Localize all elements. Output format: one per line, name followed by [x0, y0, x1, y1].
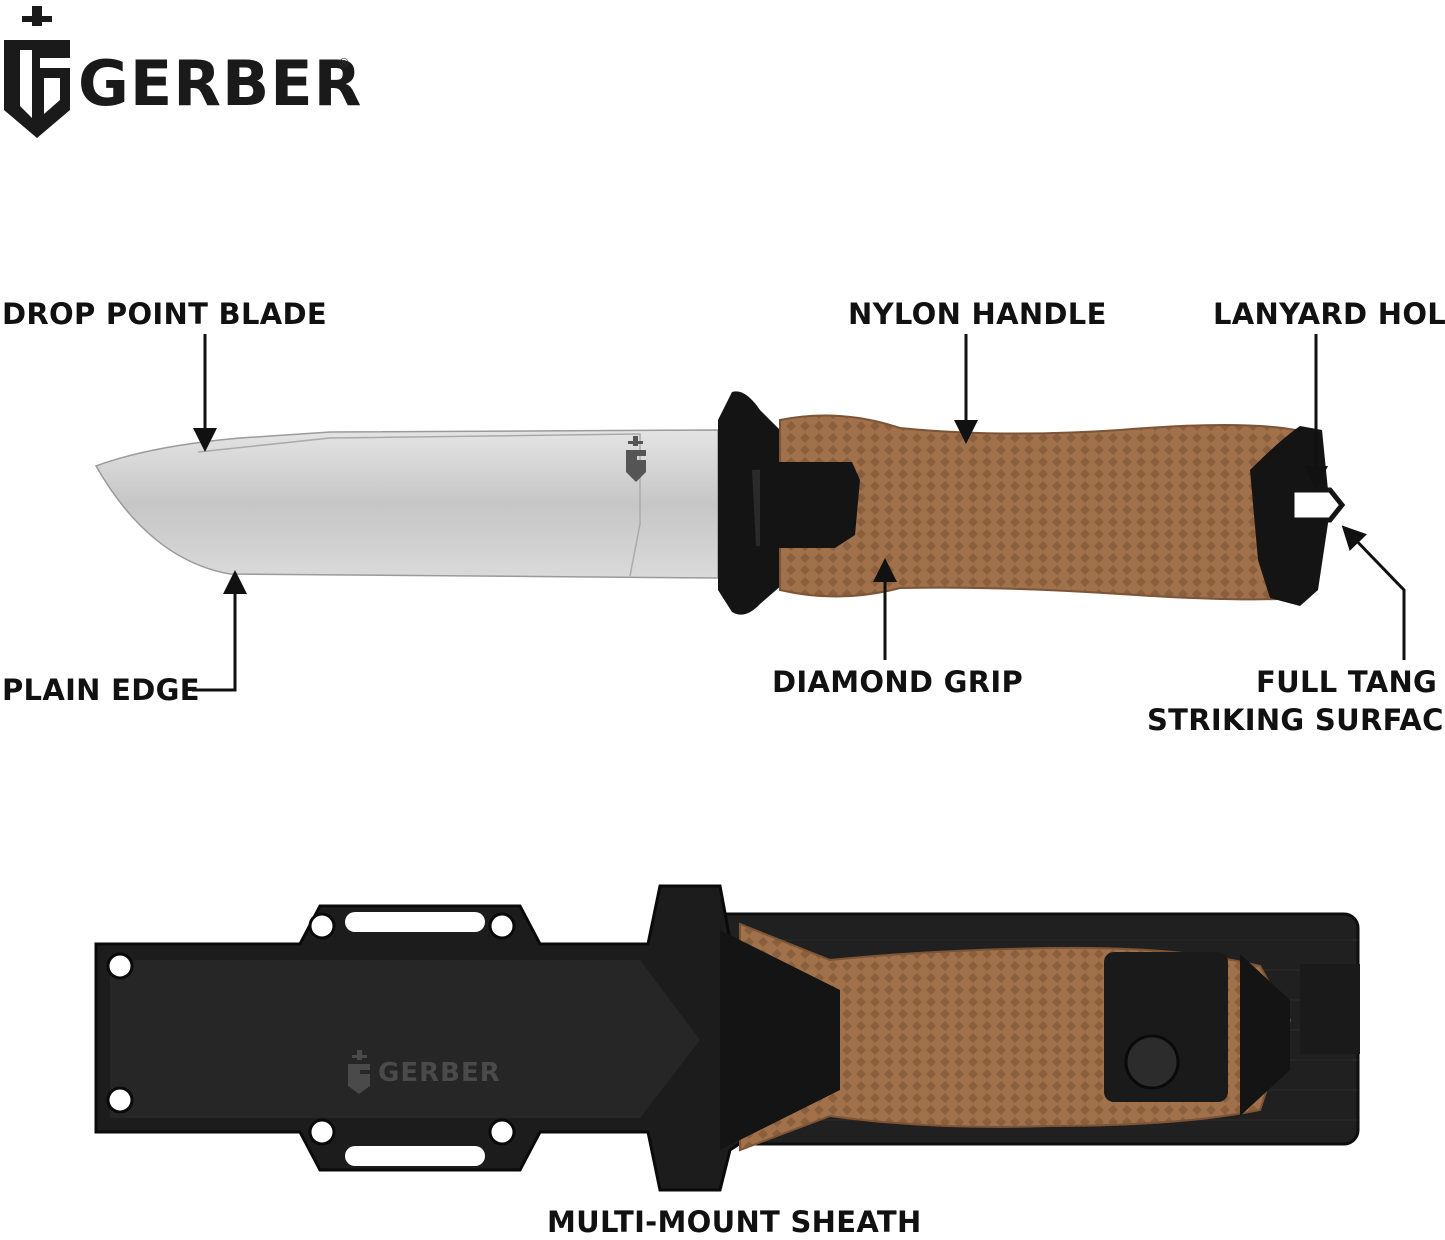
lanyard-hole-icon [1289, 487, 1346, 523]
sheath-brand-text: GERBER [378, 1058, 501, 1088]
sheathed-handle [739, 922, 1292, 1152]
blade [94, 429, 719, 579]
nylon-handle [779, 414, 1302, 601]
label-full-tang-line1: FULL TANG / [1256, 665, 1445, 699]
registered-mark: ® [338, 56, 350, 70]
knife-diagram [94, 334, 1406, 692]
label-full-tang-line2: STRIKING SURFACE [1147, 703, 1445, 737]
arrow-full-tang [1341, 525, 1406, 660]
snap-button-icon [1124, 1034, 1180, 1090]
label-multi-mount-sheath: MULTI-MOUNT SHEATH [547, 1205, 922, 1239]
label-diamond-grip: DIAMOND GRIP [772, 665, 1024, 699]
label-plain-edge: PLAIN EDGE [2, 673, 200, 707]
sheath-strap [710, 912, 1360, 1146]
sheath-body [94, 884, 762, 1192]
label-drop-point-blade: DROP POINT BLADE [2, 297, 327, 331]
sheath-logo-icon [348, 1050, 370, 1094]
label-lanyard-hole: LANYARD HOLE [1213, 297, 1445, 331]
retention-strap [1104, 952, 1228, 1102]
arrow-plain-edge [192, 570, 247, 692]
gerber-shield-icon [4, 6, 70, 138]
blade-logo-icon [626, 436, 646, 482]
label-nylon-handle: NYLON HANDLE [848, 297, 1107, 331]
brand-name: GERBER [78, 47, 363, 120]
